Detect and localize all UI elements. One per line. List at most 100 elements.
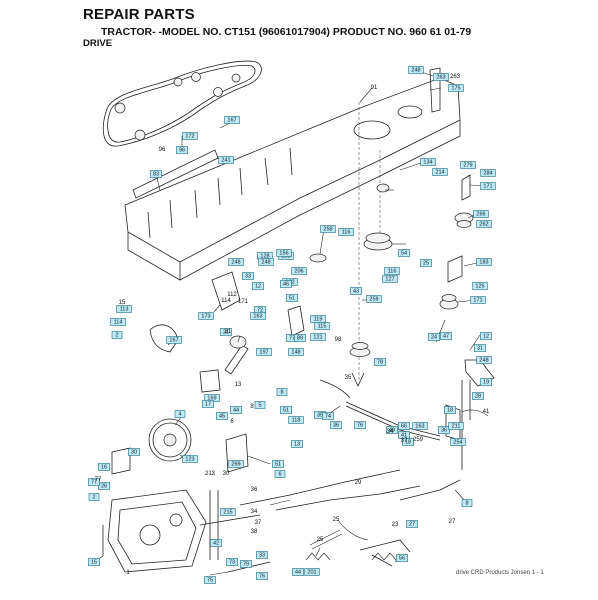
part-callout: 134 [420, 158, 436, 166]
part-callout: 248 [476, 356, 492, 364]
center-drive-assembly [309, 102, 393, 387]
part-callout: 266 [473, 210, 489, 218]
part-callout-number: 89 [297, 335, 303, 341]
part-callout: 167 [166, 336, 182, 344]
part-callout-number: 43 [353, 288, 359, 294]
part-number-label: 98 [335, 337, 342, 343]
part-number-label: 8 [250, 404, 254, 410]
part-callout-number: 171 [473, 297, 482, 303]
part-callout: 263 [433, 73, 449, 81]
part-number-label: 171 [238, 299, 249, 305]
part-callout-number: 121 [313, 334, 322, 340]
part-callout-number: 156 [279, 250, 288, 256]
part-callout: 33 [256, 551, 268, 559]
part-number-label: 263 [450, 74, 461, 80]
part-callout-number: 66 [401, 423, 407, 429]
page-title: REPAIR PARTS [83, 6, 195, 23]
part-callout: 197 [256, 348, 272, 356]
part-number-label: 25 [317, 537, 324, 543]
part-number-label: 6 [230, 419, 234, 425]
plain-part-numbers: 9196263138612125239817111211415772133734… [95, 74, 490, 576]
part-callout-number: 119 [314, 316, 323, 322]
part-callout: 116 [338, 228, 354, 236]
part-callout-number: 28 [475, 393, 481, 399]
part-callout-number: 2 [115, 332, 118, 338]
part-callout: 163 [250, 312, 266, 320]
part-callout-number: 211 [452, 423, 461, 429]
part-callout: 44 [292, 568, 304, 576]
part-callout-number: 76 [259, 573, 265, 579]
part-callout-number: 266 [476, 211, 485, 217]
part-callout: 51 [286, 294, 298, 302]
part-callout: 173 [198, 312, 214, 320]
part-callout: 125 [472, 282, 488, 290]
part-callout-number: 8 [280, 389, 283, 395]
part-callout-number: 206 [294, 268, 303, 274]
part-callout-number: 13 [294, 441, 300, 447]
part-callout-number: 18 [447, 407, 453, 413]
part-callout: 6 [274, 470, 286, 478]
part-callout-number: 12 [483, 333, 489, 339]
footer-credit: drive CRD Products Jonsen 1 - 1 [456, 570, 544, 576]
part-callout-number: 44 [233, 407, 239, 413]
part-callout: 31 [474, 344, 486, 352]
part-callout: 248 [258, 258, 274, 266]
part-callout-number: 116 [342, 229, 351, 235]
part-callout-number: 51 [289, 295, 295, 301]
part-callout-number: 167 [169, 337, 178, 343]
part-callout: 175 [448, 84, 464, 92]
part-number-label: 36 [251, 487, 258, 493]
part-callout: 172 [182, 132, 198, 140]
model-subtitle: TRACTOR- -MODEL NO. CT151 (96061017904) … [101, 26, 472, 38]
part-callout: 206 [291, 267, 307, 275]
part-callout: 8 [276, 388, 288, 396]
part-callout-number: 77 [91, 479, 97, 485]
part-callout-number: 118 [292, 417, 301, 423]
part-callout-number: 75 [207, 577, 213, 583]
part-number-label: 41 [483, 409, 490, 415]
part-callout: 269 [228, 460, 244, 468]
part-callout: 163 [412, 422, 428, 430]
part-number-label: 1 [126, 570, 130, 576]
part-callout: 74 [322, 412, 334, 420]
part-callout: 89 [294, 334, 306, 342]
part-number-label: 30 [223, 471, 230, 477]
part-callout-number: 36 [441, 427, 447, 433]
part-callout: 8 [461, 499, 473, 507]
part-number-label: 34 [387, 429, 394, 435]
part-callout-number: 214 [435, 169, 444, 175]
part-number-label: 96 [159, 147, 166, 153]
drive-belt [102, 60, 262, 147]
part-callout-number: 2 [92, 494, 95, 500]
part-callout-number: 54 [401, 250, 407, 256]
part-callout-number: 134 [423, 159, 432, 165]
part-callout-number: 16 [101, 464, 107, 470]
part-callout: 214 [432, 168, 448, 176]
part-callout: 46 [280, 280, 292, 288]
part-callout-number: 6 [278, 471, 281, 477]
part-callout-number: 258 [323, 226, 332, 232]
part-callout: 115 [314, 322, 330, 330]
part-callout: 12 [480, 332, 492, 340]
part-number-label: 27 [449, 519, 456, 525]
part-callout-number: 127 [385, 276, 394, 282]
part-callout-number: 77 [289, 335, 295, 341]
part-callout: 113 [116, 305, 132, 313]
part-callout: 284 [480, 169, 496, 177]
part-callout-number: 125 [475, 283, 484, 289]
part-callout: 127 [382, 275, 398, 283]
part-callout: 118 [288, 416, 304, 424]
part-callout-number: 197 [259, 349, 268, 355]
part-callout-number: 49 [389, 427, 395, 433]
part-callout: 76 [256, 572, 268, 580]
part-callout: 167 [224, 116, 240, 124]
part-callout: 54 [398, 249, 410, 257]
part-callout: 51 [272, 460, 284, 468]
part-callout: 123 [182, 455, 198, 463]
part-callout-number: 262 [479, 221, 488, 227]
part-callout: 148 [288, 348, 304, 356]
part-callout: 16 [98, 463, 110, 471]
part-callout: 66 [398, 422, 410, 430]
part-callout: 49 [386, 426, 398, 434]
